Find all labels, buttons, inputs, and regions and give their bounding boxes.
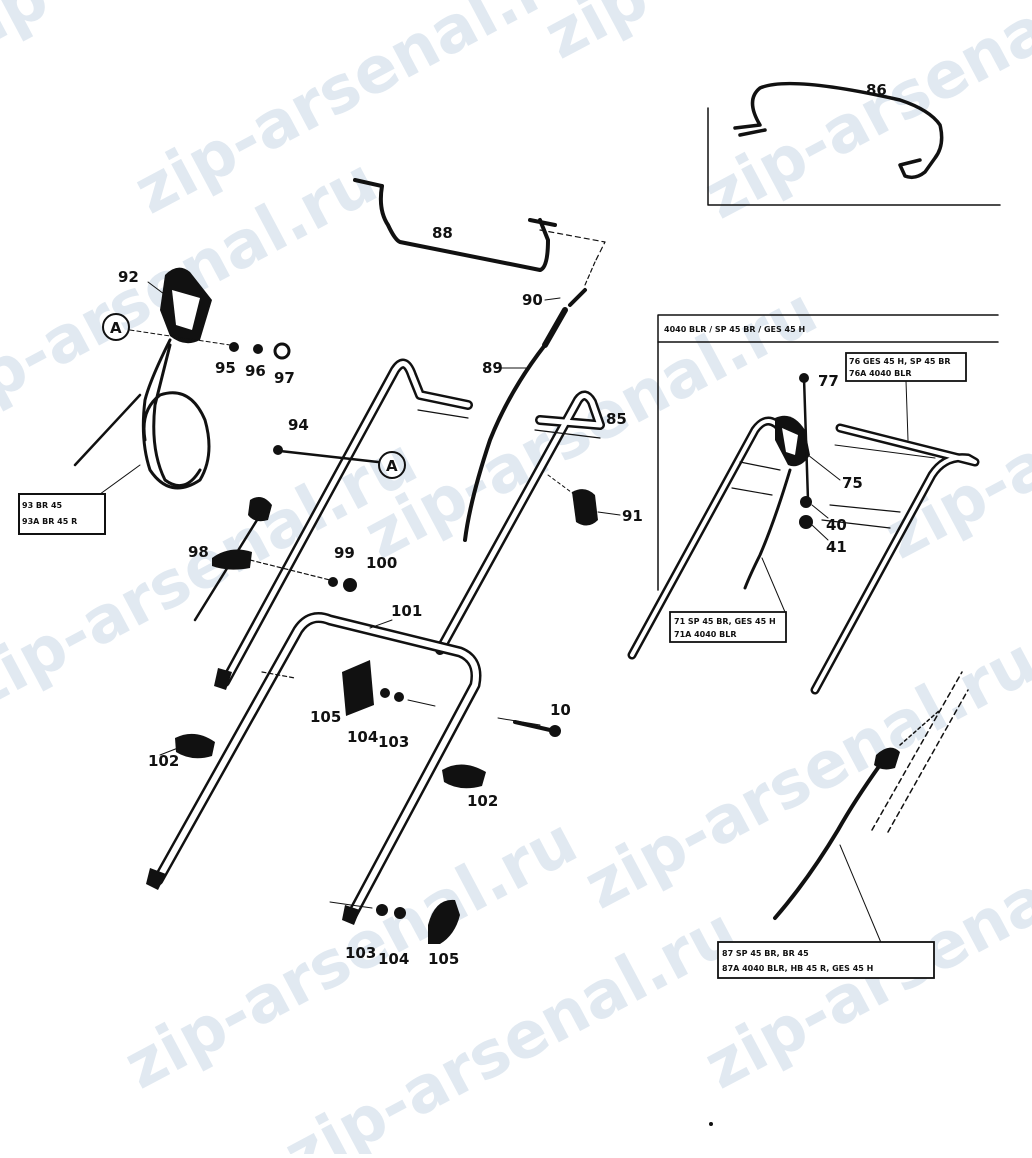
parts-95-96-97: 95 96 97 bbox=[215, 342, 295, 387]
callout-102: 102 bbox=[467, 792, 498, 810]
box-71-line2: 71A 4040 BLR bbox=[674, 630, 737, 639]
upper-handle: 85 bbox=[214, 358, 627, 690]
parts-99-100: 99 100 bbox=[328, 544, 397, 592]
box-71-line1: 71 SP 45 BR, GES 45 H bbox=[674, 617, 776, 626]
callout-88: 88 bbox=[432, 224, 453, 242]
parts-103-104-105-lower: 103 104 105 bbox=[329, 899, 460, 968]
part-98-knob: 98 bbox=[188, 496, 331, 622]
callout-105: 105 bbox=[428, 950, 459, 968]
callout-105: 105 bbox=[310, 708, 341, 726]
part-88-bar: 88 bbox=[353, 178, 606, 272]
parts-103-104-105-upper: 105 104 103 bbox=[310, 660, 436, 751]
inset-part-86: 86 bbox=[707, 81, 1001, 206]
callout-100: 100 bbox=[366, 554, 397, 572]
watermark: zip-arsenal.ru bbox=[693, 0, 1032, 234]
part-87-cable: 87 SP 45 BR, BR 45 87A 4040 BLR, HB 45 R… bbox=[717, 671, 969, 979]
box-87-line1: 87 SP 45 BR, BR 45 bbox=[722, 949, 809, 958]
marker-a: A bbox=[386, 457, 398, 475]
callout-103: 103 bbox=[378, 733, 409, 751]
part-94-bolt: 94 A bbox=[273, 416, 406, 479]
part-102-clamp-right: 102 bbox=[442, 764, 498, 810]
variant-header: 4040 BLR / SP 45 BR / GES 45 H bbox=[664, 325, 805, 334]
callout-90: 90 bbox=[522, 291, 543, 309]
callout-104: 104 bbox=[378, 950, 409, 968]
box-76-line2: 76A 4040 BLR bbox=[849, 369, 912, 378]
callout-98: 98 bbox=[188, 543, 209, 561]
callout-85: 85 bbox=[606, 410, 627, 428]
callout-102: 102 bbox=[148, 752, 179, 770]
callout-92: 92 bbox=[118, 268, 139, 286]
part-92-lever: 92 bbox=[73, 267, 231, 506]
box-93-line2: 93A BR 45 R bbox=[22, 517, 77, 526]
callout-41: 41 bbox=[826, 538, 847, 556]
part-89-90-cable: 90 89 bbox=[463, 261, 596, 542]
callout-95: 95 bbox=[215, 359, 236, 377]
callout-104: 104 bbox=[347, 728, 378, 746]
callout-77: 77 bbox=[818, 372, 839, 390]
callout-99: 99 bbox=[334, 544, 355, 562]
variant-panel: 4040 BLR / SP 45 BR / GES 45 H 76 GES 45… bbox=[627, 314, 999, 695]
box-87-line2: 87A 4040 BLR, HB 45 R, GES 45 H bbox=[722, 964, 873, 973]
part-91-clip: 91 bbox=[547, 474, 643, 526]
box-76-line1: 76 GES 45 H, SP 45 BR bbox=[849, 357, 951, 366]
watermark: zip-arsenal.ru bbox=[873, 274, 1032, 574]
box-93-line1: 93 BR 45 bbox=[22, 501, 63, 510]
marker-a-upper: A bbox=[102, 313, 130, 341]
marker-a: A bbox=[110, 319, 122, 337]
callout-103: 103 bbox=[345, 944, 376, 962]
callout-75: 75 bbox=[842, 474, 863, 492]
callout-91: 91 bbox=[622, 507, 643, 525]
callout-86: 86 bbox=[866, 81, 887, 99]
label-box-93: 93 BR 45 93A BR 45 R bbox=[18, 493, 106, 535]
callout-97: 97 bbox=[274, 369, 295, 387]
part-102-clamp-left: 102 bbox=[148, 733, 215, 770]
callout-40: 40 bbox=[826, 516, 847, 534]
callout-96: 96 bbox=[245, 362, 266, 380]
speck bbox=[709, 1122, 713, 1126]
callout-101: 101 bbox=[391, 602, 422, 620]
callout-89: 89 bbox=[482, 359, 503, 377]
callout-94: 94 bbox=[288, 416, 309, 434]
callout-10: 10 bbox=[550, 701, 571, 719]
part-10-bolt: 10 bbox=[497, 701, 571, 737]
watermark: zip-arsenal.ru bbox=[573, 624, 1032, 924]
part-101-lower-handle: 101 bbox=[146, 602, 482, 925]
